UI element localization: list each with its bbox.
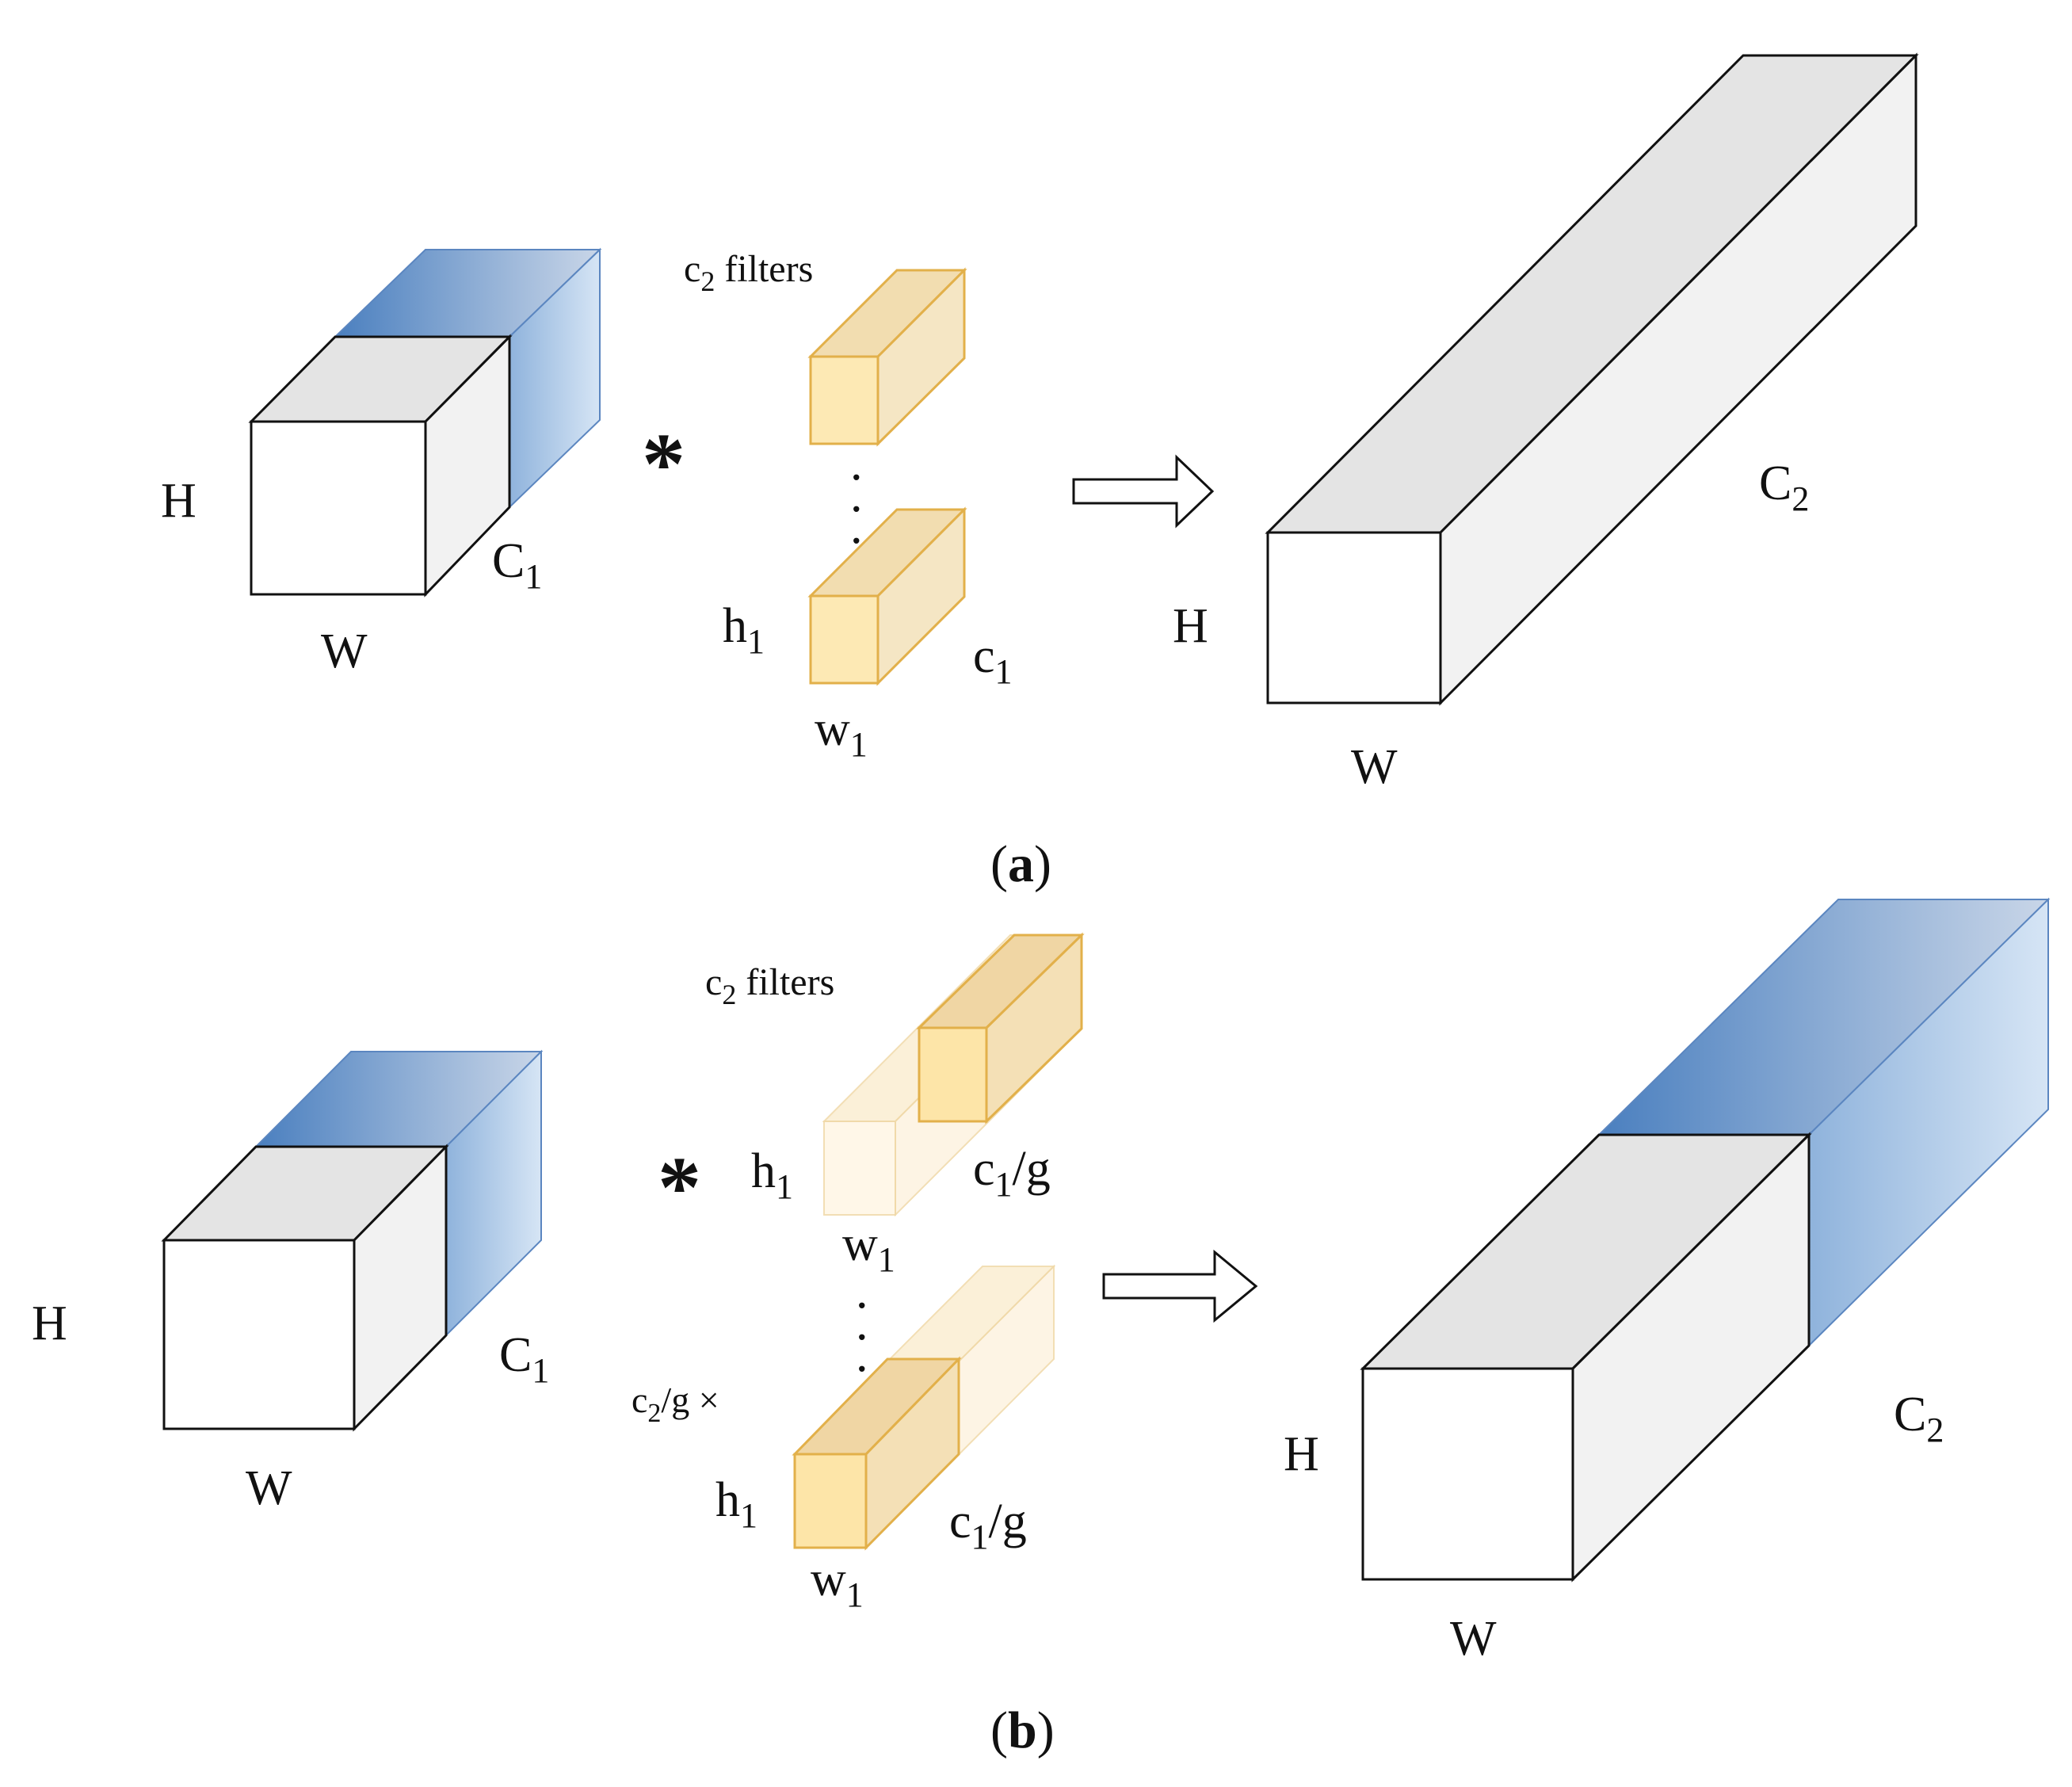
caption-a: (a) [990,835,1051,893]
filter-a-width-label: w1 [815,702,868,764]
arrow-icon-b [1102,1249,1258,1323]
caption-b: (b) [990,1701,1055,1759]
filter-dots-b-2: . [856,1296,868,1350]
filter-a-channel-label: c1 [973,629,1013,691]
filters-count-label-b: c2 filters [705,961,834,1010]
output-tensor-b [1360,897,2051,1583]
filter-dots-a: . [850,437,863,491]
input-b-channel-label: C1 [499,1328,549,1390]
filter-top-b [822,932,1085,1217]
filter-top-a [807,267,967,447]
input-b-width-label: W [246,1461,292,1515]
input-a-width-label: W [321,624,368,678]
convolution-operator-b: * [658,1139,701,1235]
filter-b-top-width-label: w1 [842,1217,895,1279]
output-a-channel-label: C2 [1759,456,1809,518]
input-a-channel-label: C1 [492,534,542,596]
filter-dots-b-3: . [856,1328,868,1382]
filter-bottom-a [807,506,967,686]
filters-count-label-a: c2 filters [684,248,813,297]
input-a-height-label: H [161,474,197,528]
input-b-height-label: H [32,1296,67,1350]
filter-dots-b: . [856,1265,868,1319]
output-b-channel-label: C2 [1894,1388,1944,1449]
panel-a: H W C1 * c2 filters . . . h1 w1 c1 [161,52,1919,893]
output-b-width-label: W [1450,1612,1497,1666]
arrow-icon-a [1072,454,1215,529]
filter-b-bottom-height-label: h1 [715,1473,757,1535]
filter-b-bottom-channel-label: c1/g [949,1495,1027,1556]
convolution-operator-a: * [642,415,685,512]
input-tensor-b [161,1049,544,1432]
filter-bottom-b [792,1264,1056,1551]
output-a-height-label: H [1173,599,1208,653]
panel-b: H W C1 * c2 filters h1 w1 c1/g . . . c2/… [32,897,2051,1759]
output-a-width-label: W [1351,740,1398,794]
input-tensor-a [248,247,602,598]
filter-b-top-height-label: h1 [751,1144,793,1206]
filter-group-count-label: c2/g × [632,1380,719,1428]
filter-b-top-channel-label: c1/g [973,1142,1051,1204]
output-tensor-a [1265,52,1919,706]
filter-dots-a-2: . [850,468,863,522]
filter-a-height-label: h1 [723,599,765,661]
output-b-height-label: H [1284,1427,1319,1481]
filter-b-bottom-width-label: w1 [811,1552,864,1614]
filter-dots-a-3: . [850,500,863,554]
